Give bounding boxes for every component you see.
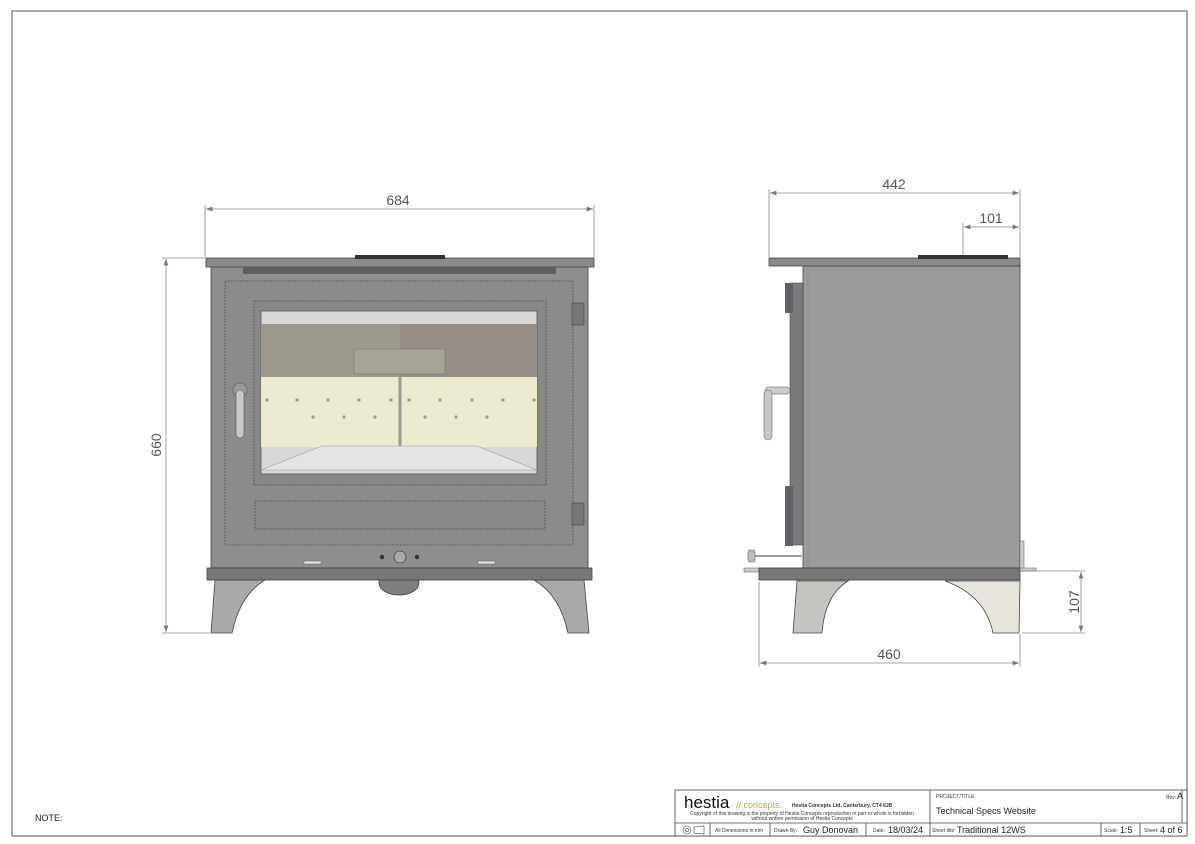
air-wash-panel [254, 500, 546, 530]
top-plate [205, 257, 595, 268]
hinge-bottom [571, 502, 585, 526]
brand-logo: hestia [684, 793, 730, 812]
svg-text:1:5: 1:5 [1120, 825, 1133, 835]
front-left-leg [210, 579, 267, 634]
side-body [802, 265, 1021, 569]
svg-text:101: 101 [979, 210, 1003, 226]
side-handle-icon [763, 386, 791, 441]
svg-text:without written permission of: without written permission of Hestia Con… [751, 816, 853, 822]
projection-symbol-icon [682, 825, 705, 835]
title-block: hestia // concepts. Hestia Concepts Ltd,… [674, 789, 1188, 837]
svg-text:Scale:: Scale: [1104, 828, 1118, 834]
baffle-bracket [353, 348, 446, 375]
side-depth-dimension: 442 [768, 176, 1021, 257]
svg-text:Hestia Concepts Ltd, Canterbur: Hestia Concepts Ltd, Canterbury, CT4 6JB [792, 803, 893, 809]
sheet-border [11, 10, 1188, 837]
svg-text:A: A [1177, 791, 1183, 801]
svg-text:PROJECT/TITLE: PROJECT/TITLE [936, 794, 975, 800]
front-width-dimension: 684 [204, 192, 595, 257]
side-front-leg [792, 580, 850, 634]
svg-text:Traditional 12WS: Traditional 12WS [957, 825, 1026, 835]
side-door-profile [789, 282, 804, 546]
front-height-dimension: 660 [148, 257, 210, 634]
svg-text:Date:: Date: [873, 828, 885, 834]
base-plate [206, 567, 593, 581]
side-leg-height-dimension: 107 [1022, 570, 1085, 634]
svg-text:Drawn By:: Drawn By: [774, 828, 797, 834]
svg-text:Technical Specs Website: Technical Specs Website [936, 806, 1036, 816]
svg-text:Rev:: Rev: [1166, 795, 1176, 801]
svg-text:460: 460 [877, 646, 901, 662]
flue-collar [355, 255, 445, 259]
svg-text:Sheet:: Sheet: [1144, 828, 1158, 834]
note-label: NOTE: [35, 813, 63, 823]
front-right-leg [532, 579, 590, 634]
front-view [205, 255, 595, 634]
svg-text:18/03/24: 18/03/24 [888, 825, 923, 835]
top-vent-strip [243, 267, 556, 274]
svg-text:Copyright of this drawing is t: Copyright of this drawing is the propert… [690, 811, 914, 817]
svg-text:4 of 6: 4 of 6 [1160, 825, 1183, 835]
air-control-knob[interactable] [393, 550, 407, 564]
svg-text:442: 442 [882, 176, 906, 192]
side-base-depth-dimension: 460 [758, 582, 1021, 667]
svg-text:684: 684 [386, 192, 410, 208]
side-rear-leg [944, 580, 1021, 634]
side-view [743, 255, 1037, 634]
svg-text:Guy Donovan: Guy Donovan [803, 825, 858, 835]
svg-text:107: 107 [1066, 590, 1082, 614]
door-handle-icon[interactable] [232, 382, 248, 439]
hinge-top [571, 302, 585, 326]
svg-text:660: 660 [148, 433, 164, 457]
svg-text:Sheet title:: Sheet title: [932, 828, 956, 834]
svg-text:All Dimensions in mm: All Dimensions in mm [715, 828, 763, 834]
svg-text:// concepts.: // concepts. [736, 800, 782, 810]
side-flue-offset-dimension: 101 [962, 210, 1019, 255]
